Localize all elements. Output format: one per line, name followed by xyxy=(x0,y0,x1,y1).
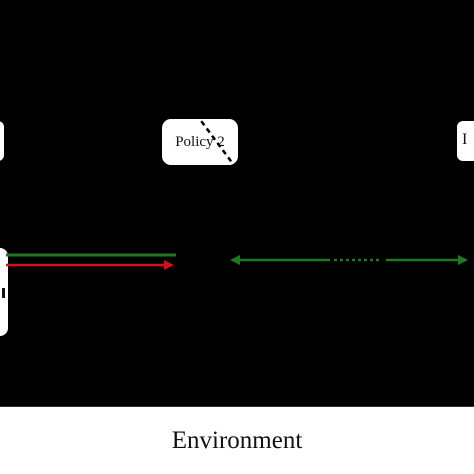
left-top-box xyxy=(0,121,4,161)
environment-label: Environment xyxy=(171,426,303,454)
environment-box: Environment xyxy=(0,406,474,474)
policy-2-box: Policy 2 xyxy=(162,119,238,165)
right-box-label: I xyxy=(462,131,468,148)
right-box: I xyxy=(457,121,474,161)
left-mid-box xyxy=(0,248,8,336)
left-mid-glyph xyxy=(2,288,5,298)
policy-2-label: Policy 2 xyxy=(175,133,225,150)
